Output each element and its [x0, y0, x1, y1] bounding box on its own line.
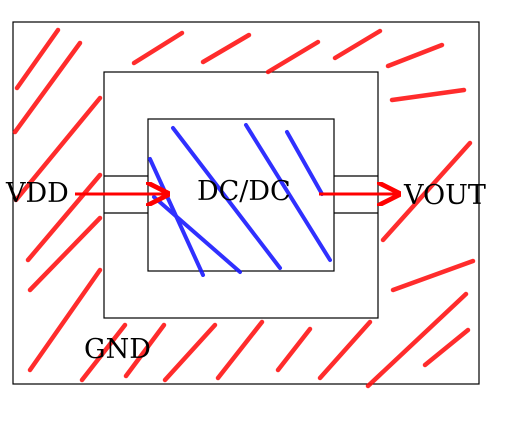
vout-connector: [334, 175, 378, 214]
red-hatch-stroke: [422, 327, 471, 368]
red-hatch-stroke: [12, 40, 83, 135]
blue-hatch-stroke: [171, 126, 282, 270]
outer-box: [12, 21, 480, 385]
blue-hatch-layer: [148, 123, 332, 277]
red-hatch-stroke: [25, 172, 103, 263]
red-hatch-stroke: [162, 322, 218, 383]
vout-label: VOUT: [403, 180, 486, 211]
red-hatch-stroke: [14, 27, 61, 91]
blue-hatch-stroke: [244, 123, 332, 262]
red-hatch-stroke: [27, 215, 103, 293]
red-hatch-layer: [12, 27, 476, 389]
red-hatch-stroke: [317, 319, 373, 381]
vdd-label: VDD: [5, 178, 69, 209]
red-hatch-stroke: [275, 326, 313, 373]
red-hatch-stroke: [389, 87, 467, 103]
red-hatch-stroke: [131, 30, 185, 66]
vdd-connector: [104, 175, 148, 214]
red-hatch-stroke: [365, 291, 469, 389]
red-hatch-stroke: [13, 95, 103, 203]
red-hatch-stroke: [200, 32, 252, 65]
red-hatch-stroke: [27, 267, 103, 373]
red-hatch-stroke: [215, 319, 265, 381]
gnd-label: GND: [84, 334, 151, 365]
red-hatch-stroke: [265, 39, 321, 75]
red-hatch-stroke: [332, 28, 383, 61]
red-hatch-stroke: [123, 322, 167, 379]
red-hatch-stroke: [390, 258, 476, 293]
labels: VDD DC/DC VOUT GND: [5, 176, 486, 365]
red-hatch-stroke: [385, 42, 445, 69]
red-hatch-stroke: [380, 140, 473, 243]
blue-hatch-stroke: [152, 195, 242, 274]
red-hatch-stroke: [79, 322, 128, 383]
blue-hatch-stroke: [285, 130, 324, 196]
dcdc-label: DC/DC: [197, 176, 291, 207]
